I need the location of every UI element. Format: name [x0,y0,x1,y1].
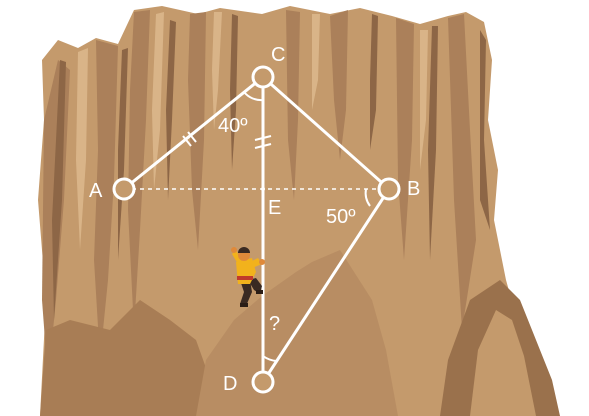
label-B: B [407,178,420,200]
equal-length-marks [182,131,272,149]
angle-arc-B [364,188,371,207]
label-E: E [268,197,281,219]
segment-BD [261,188,391,383]
rock-deep-cracks [52,14,490,320]
angle-arcs [243,91,371,362]
angle-label-B: 50º [326,206,356,228]
label-C: C [271,44,285,66]
climber-figure [231,247,265,307]
segment-CB [262,75,390,191]
point-E [261,187,265,191]
vertex-C [251,65,275,89]
segment-AC [123,75,264,191]
vertices [112,65,401,394]
label-D: D [223,373,237,395]
rock-highlights [76,12,428,250]
rock-slab [196,250,398,416]
angle-label-D: ? [269,313,280,335]
angle-arc-D [262,355,278,362]
vertex-D [251,370,275,394]
rock-face [38,6,560,416]
angle-arc-C [243,91,264,102]
angle-label-C: 40º [218,115,248,137]
vertex-A [112,177,136,201]
vertex-B [377,177,401,201]
label-A: A [89,180,103,202]
rock-lower-left [40,300,214,416]
triangle-lines [123,75,391,383]
rock-lower-right-light [470,310,536,416]
